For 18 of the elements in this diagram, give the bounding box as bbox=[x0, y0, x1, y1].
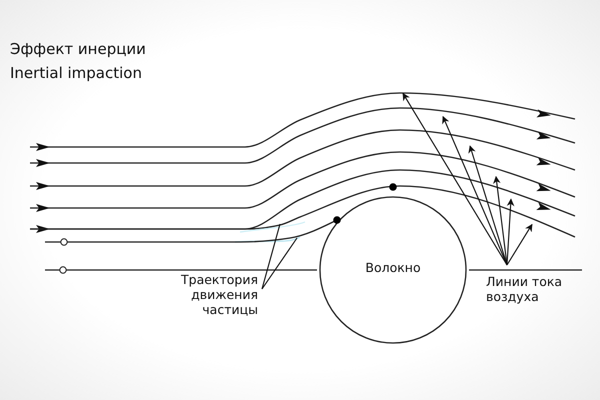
leader-arrow bbox=[402, 92, 508, 266]
leader-arrow bbox=[506, 224, 532, 266]
leader-arrow bbox=[506, 198, 514, 266]
leader-line bbox=[262, 238, 298, 290]
streamline bbox=[30, 92, 576, 151]
streamline bbox=[30, 129, 576, 190]
leader-arrow bbox=[442, 116, 508, 266]
leader-line bbox=[261, 224, 281, 290]
title: Эффект инерции bbox=[10, 40, 146, 58]
streamline bbox=[30, 185, 576, 238]
callout-label: Линии тока воздуха bbox=[486, 274, 564, 304]
streamline bbox=[30, 107, 576, 167]
callout-label: Траектория движения частицы bbox=[180, 272, 258, 317]
leader-arrow bbox=[468, 145, 508, 266]
streamline bbox=[30, 151, 576, 212]
fiber-label: Волокно bbox=[364, 260, 422, 275]
subtitle: Inertial impaction bbox=[10, 64, 142, 82]
leader-arrow bbox=[493, 176, 508, 266]
